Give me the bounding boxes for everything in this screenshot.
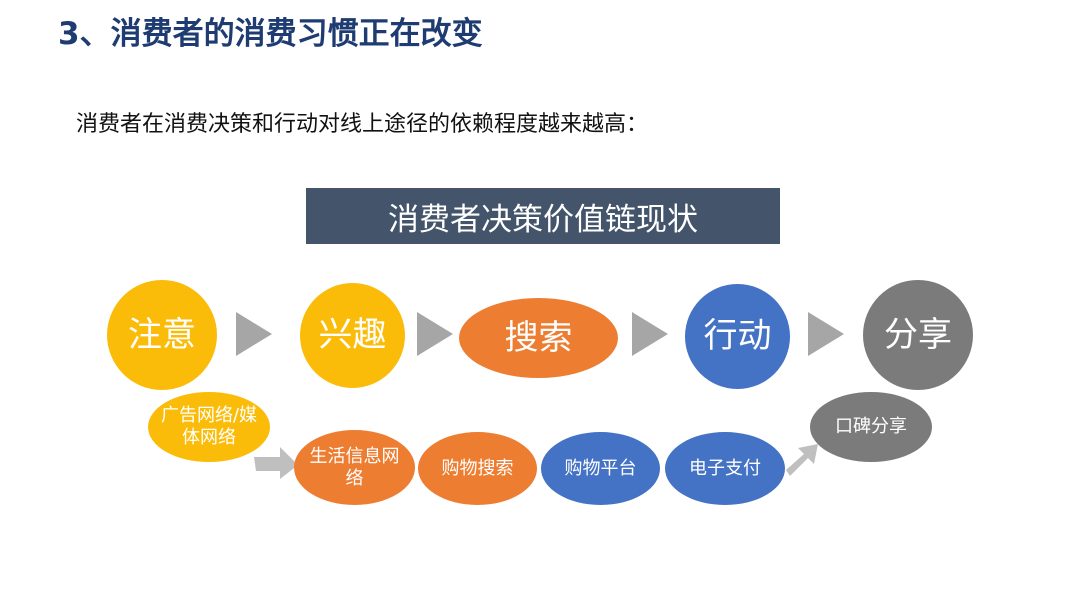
arrow-right-icon (254, 447, 298, 479)
arrow-right-icon (236, 312, 272, 356)
diagram-banner: 消费者决策价值链现状 (306, 188, 780, 244)
channel-shopping-search: 购物搜索 (418, 432, 537, 505)
arrow-right-icon (632, 312, 668, 356)
channel-life-info-network: 生活信息网络 (294, 430, 415, 505)
stage-attention: 注意 (107, 280, 217, 390)
channel-e-payment: 电子支付 (665, 432, 785, 505)
arrow-right-icon (417, 312, 453, 356)
stage-share: 分享 (863, 280, 973, 390)
channel-shopping-platform: 购物平台 (541, 432, 660, 505)
slide-title: 3、消费者的消费习惯正在改变 (58, 16, 483, 52)
stage-action: 行动 (685, 284, 790, 389)
arrow-right-icon (808, 312, 844, 356)
slide-subtitle: 消费者在消费决策和行动对线上途径的依赖程度越来越高： (76, 112, 649, 137)
stage-interest: 兴趣 (300, 283, 405, 388)
arrow-up-right-icon (786, 444, 818, 476)
channel-ad-media-network: 广告网络/媒体网络 (148, 392, 270, 462)
channel-word-of-mouth: 口碑分享 (810, 392, 932, 462)
stage-search: 搜索 (459, 298, 618, 378)
